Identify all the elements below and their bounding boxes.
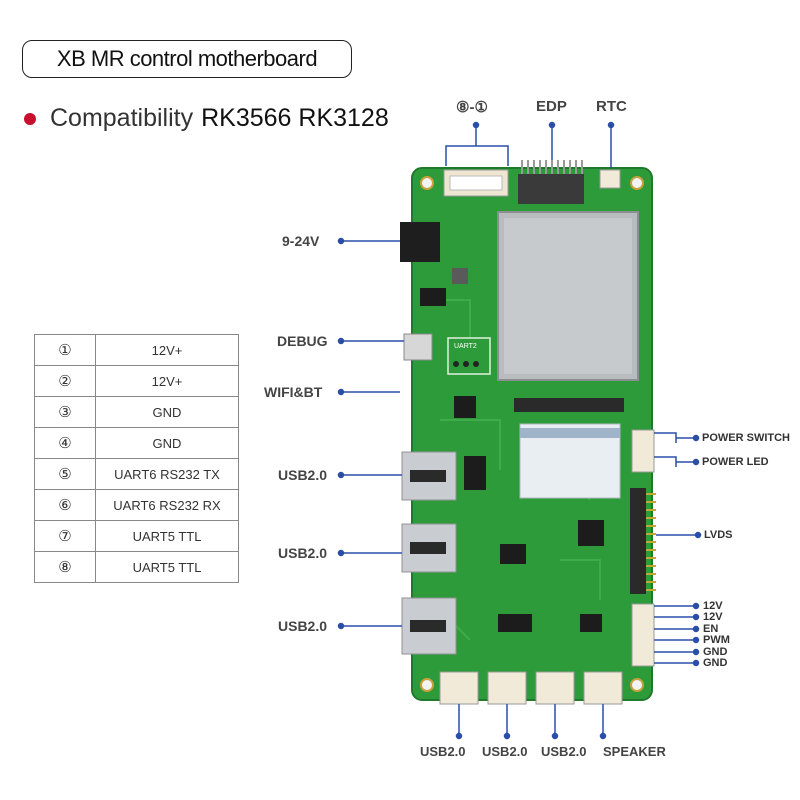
label-bottom-usb-2: USB2.0	[482, 744, 528, 759]
label-rtc: RTC	[596, 98, 627, 115]
pin-number: ⑧	[34, 551, 96, 583]
label-wifi-bt: WIFI&BT	[264, 384, 323, 400]
label-power-input: 9-24V	[282, 233, 320, 249]
pin-number: ③	[34, 396, 96, 428]
ic-chips	[420, 268, 604, 632]
label-bottom-usb-1: USB2.0	[420, 744, 466, 759]
label-pin-12v-b: 12V	[703, 611, 723, 623]
pin-value: UART5 TTL	[95, 520, 239, 552]
debug-port	[403, 333, 433, 361]
label-pin-12v-a: 12V	[703, 600, 723, 612]
label-bottom-usb-3: USB2.0	[541, 744, 587, 759]
pin-value: GND	[95, 396, 239, 428]
compat-label: Compatibility	[50, 104, 194, 132]
pin-value: 12V+	[95, 365, 239, 397]
bottom-connectors	[439, 671, 623, 705]
ribbon-cable	[514, 398, 624, 499]
label-pin-gnd-b: GND	[703, 657, 728, 669]
label-usb-1: USB2.0	[278, 467, 328, 483]
title-box: XB MR control motherboard	[22, 40, 352, 78]
label-pin-header: ⑧-①	[456, 99, 488, 116]
soc-shield	[497, 211, 639, 381]
pin-value: UART5 TTL	[95, 551, 239, 583]
compatibility-line: Compatibility RK3566 RK3128	[24, 104, 389, 133]
label-power-led: POWER LED	[702, 456, 769, 468]
leader-lines	[337, 121, 702, 740]
label-edp: EDP	[536, 98, 567, 115]
label-speaker: SPEAKER	[603, 744, 666, 759]
usb-port-2	[401, 523, 457, 573]
pin-value: UART6 RS232 TX	[95, 458, 239, 490]
usb-port-3	[401, 597, 457, 655]
label-debug: DEBUG	[277, 333, 328, 349]
dc-power-jack	[400, 222, 440, 262]
lvds-connector	[630, 488, 656, 594]
edp-connector	[518, 160, 584, 204]
backlight-connector	[631, 603, 655, 667]
label-lvds: LVDS	[704, 529, 733, 541]
compat-models: RK3566 RK3128	[201, 104, 389, 132]
pin-value: UART6 RS232 RX	[95, 489, 239, 521]
uart2-header	[447, 337, 491, 375]
pin-header-connector	[443, 169, 509, 197]
label-usb-3: USB2.0	[278, 618, 328, 634]
uart2-silkscreen: UART2	[454, 343, 477, 350]
label-power-switch: POWER SWITCH	[702, 432, 790, 444]
label-pin-en: EN	[703, 623, 719, 635]
pin-number: ④	[34, 427, 96, 459]
rtc-connector	[599, 169, 621, 189]
pin-value: GND	[95, 427, 239, 459]
label-usb-2: USB2.0	[278, 545, 328, 561]
usb-port-1	[401, 451, 457, 501]
label-pin-pwm: PWM	[703, 634, 730, 646]
power-switch-connector	[631, 429, 655, 473]
label-pin-gnd-a: GND	[703, 646, 728, 658]
bullet-icon	[24, 112, 36, 125]
page-title: XB MR control motherboard	[56, 46, 318, 71]
pin-value: 12V+	[95, 334, 239, 366]
pin-number: ⑦	[34, 520, 96, 552]
